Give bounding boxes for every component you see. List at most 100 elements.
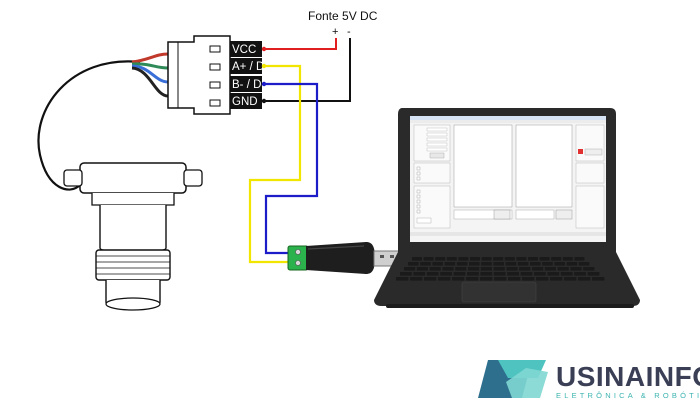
power-negative-label: -	[347, 26, 351, 38]
keyboard-key	[519, 267, 531, 271]
keyboard-key	[560, 272, 573, 276]
power-positive-label: +	[332, 26, 338, 38]
keyboard-key	[516, 257, 527, 261]
keyboard-key	[493, 262, 504, 266]
pin-label: B- / D-	[232, 79, 265, 91]
laptop-touchpad	[461, 281, 537, 303]
keyboard-key	[435, 257, 446, 261]
keyboard-key	[530, 262, 541, 266]
keyboard-key	[408, 262, 419, 266]
wires	[248, 38, 351, 264]
sensor-lead-wire	[131, 66, 169, 98]
sensor-head	[79, 162, 187, 194]
keyboard-key	[564, 277, 577, 281]
wire-gnd	[262, 38, 351, 102]
keyboard-key	[551, 257, 562, 261]
keyboard-key	[547, 272, 560, 276]
keyboard-key	[566, 262, 578, 266]
keyboard-key	[413, 272, 426, 276]
keyboard-key	[528, 257, 538, 261]
keyboard-key	[470, 257, 480, 261]
keyboard-key	[467, 272, 479, 276]
keyboard-key	[412, 257, 422, 261]
keyboard-key	[583, 267, 595, 271]
pin-label-box	[230, 58, 262, 74]
laptop-app-window	[410, 116, 606, 236]
keyboard-key	[578, 262, 590, 266]
keyboard-key	[592, 277, 605, 281]
brand-name: USINAINFO	[556, 361, 700, 392]
pin-label: GND	[232, 96, 258, 108]
pin-label: VCC	[232, 44, 256, 56]
keyboard-key	[420, 262, 431, 266]
ultrasonic-sensor	[37, 60, 203, 311]
brand-tagline: ELETRÔNICA & ROBÓTICA	[556, 391, 700, 400]
wire-connector: VCC A+ / D+ B- / D- GND	[131, 35, 271, 115]
sensor-body	[99, 205, 167, 254]
keyboard-key	[522, 277, 535, 281]
keyboard-key	[507, 272, 519, 276]
brand-logo: USINAINFO ELETRÔNICA & ROBÓTICA	[478, 360, 700, 400]
sensor-cable	[37, 60, 141, 191]
keyboard-key	[400, 272, 412, 276]
pin-label: A+ / D+	[232, 61, 271, 73]
keyboard-key	[536, 277, 549, 281]
keyboard-key	[468, 267, 480, 271]
sensor-thread	[95, 249, 171, 281]
keyboard-key	[455, 267, 467, 271]
keyboard-key	[480, 277, 493, 281]
sensor-lead-wire	[131, 52, 169, 64]
keyboard-key	[493, 257, 504, 261]
wire-vcc	[262, 38, 337, 50]
pin-label-box	[230, 41, 262, 57]
keyboard-key	[396, 277, 409, 281]
keyboard-key	[578, 277, 591, 281]
keyboard-key	[426, 272, 439, 276]
keyboard-key	[404, 267, 416, 271]
keyboard-key	[506, 267, 518, 271]
keyboard-key	[557, 267, 569, 271]
keyboard-key	[542, 262, 553, 266]
keyboard-key	[442, 267, 454, 271]
keyboard-key	[574, 272, 586, 276]
keyboard-key	[493, 272, 506, 276]
keyboard-key	[440, 272, 452, 276]
keyboard-key	[416, 267, 428, 271]
keyboard-key	[410, 277, 423, 281]
laptop-keyboard	[396, 257, 605, 281]
keyboard-key	[480, 267, 492, 271]
keyboard-key	[444, 262, 456, 266]
keyboard-key	[423, 257, 434, 261]
keyboard-key	[481, 257, 492, 261]
keyboard-key	[432, 262, 443, 266]
pin-label-box	[230, 76, 262, 92]
keyboard-key	[458, 257, 469, 261]
keyboard-key	[508, 277, 521, 281]
keyboard-key	[446, 257, 457, 261]
keyboard-key	[550, 277, 563, 281]
keyboard-key	[520, 272, 533, 276]
keyboard-key	[517, 262, 529, 266]
usb-rs485-adapter	[287, 242, 401, 274]
keyboard-key	[574, 257, 585, 261]
keyboard-key	[453, 272, 466, 276]
keyboard-key	[539, 257, 550, 261]
power-supply: Fonte 5V DC + -	[308, 9, 378, 38]
keyboard-key	[504, 257, 515, 261]
keyboard-key	[438, 277, 451, 281]
keyboard-key	[554, 262, 565, 266]
keyboard-key	[466, 277, 479, 281]
keyboard-key	[570, 267, 582, 271]
connector-housing	[167, 35, 231, 115]
keyboard-key	[587, 272, 600, 276]
keyboard-key	[452, 277, 465, 281]
sensor-lead-wire	[131, 64, 169, 84]
power-supply-label: Fonte 5V DC	[308, 9, 378, 23]
keyboard-key	[480, 272, 493, 276]
keyboard-key	[562, 257, 573, 261]
laptop	[374, 108, 640, 308]
keyboard-key	[534, 272, 546, 276]
wire-b-minus	[262, 82, 319, 255]
keyboard-key	[456, 262, 468, 266]
